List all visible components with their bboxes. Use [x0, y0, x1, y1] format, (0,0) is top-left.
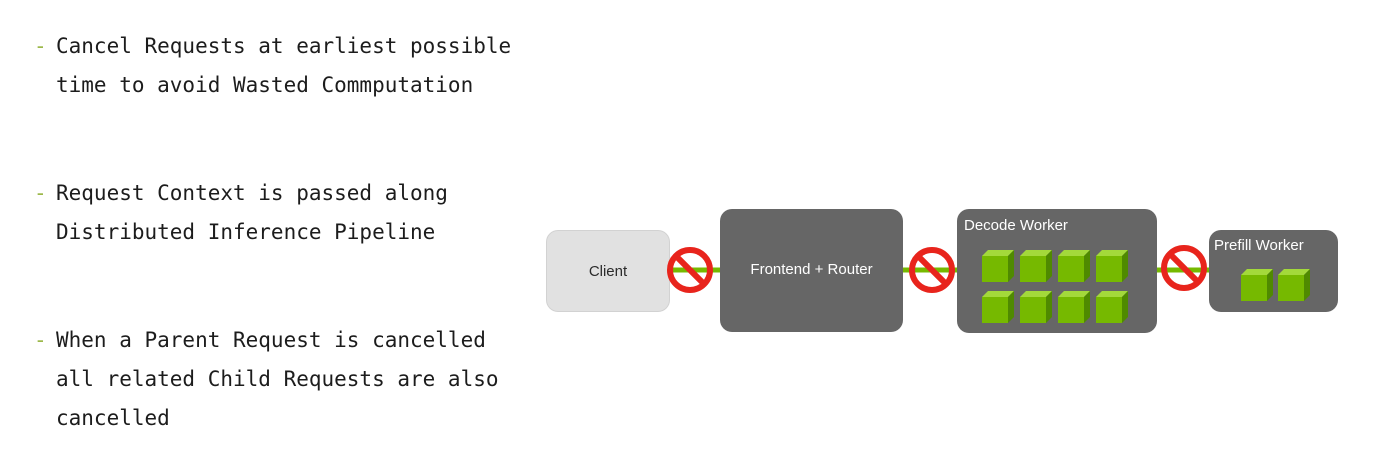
prefill-worker-node: Prefill Worker: [1209, 230, 1338, 312]
bullet-item-parent-request: - When a Parent Request is cancelled all…: [34, 321, 499, 438]
gpu-cube-icon: [1020, 291, 1052, 323]
bullet-line: Cancel Requests at earliest possible: [56, 34, 512, 58]
gpu-cube-icon: [1020, 250, 1052, 282]
bullet-line: cancelled: [56, 406, 170, 430]
gpu-cube-icon: [982, 250, 1014, 282]
bullet-line: all related Child Requests are also: [56, 367, 499, 391]
frontend-router-label: Frontend + Router: [750, 261, 873, 278]
prefill-worker-label: Prefill Worker: [1214, 237, 1304, 254]
bullet-item-request-context: - Request Context is passed along Distri…: [34, 174, 448, 252]
bullet-dash: -: [34, 34, 47, 58]
gpu-cube-icon: [1278, 269, 1310, 301]
bullet-item-cancel-requests: - Cancel Requests at earliest possible t…: [34, 27, 511, 105]
no-entry-icon: [909, 247, 955, 293]
bullet-line: Distributed Inference Pipeline: [56, 220, 436, 244]
gpu-cube-icon: [1058, 291, 1090, 323]
bullet-dash: -: [34, 181, 47, 205]
bullet-dash: -: [34, 328, 47, 352]
client-label: Client: [588, 263, 628, 280]
bullet-line: Request Context is passed along: [56, 181, 448, 205]
no-entry-icon: [1161, 245, 1207, 291]
gpu-cube-icon: [1096, 250, 1128, 282]
gpu-cube-icon: [1096, 291, 1128, 323]
bullet-line: time to avoid Wasted Commputation: [56, 73, 474, 97]
decode-worker-label: Decode Worker: [964, 217, 1068, 234]
frontend-router-node: Frontend + Router: [720, 209, 903, 332]
gpu-cube-icon: [1058, 250, 1090, 282]
no-entry-icon: [667, 247, 713, 293]
gpu-cube-icon: [982, 291, 1014, 323]
gpu-cube-icon: [1241, 269, 1273, 301]
bullet-line: When a Parent Request is cancelled: [56, 328, 486, 352]
